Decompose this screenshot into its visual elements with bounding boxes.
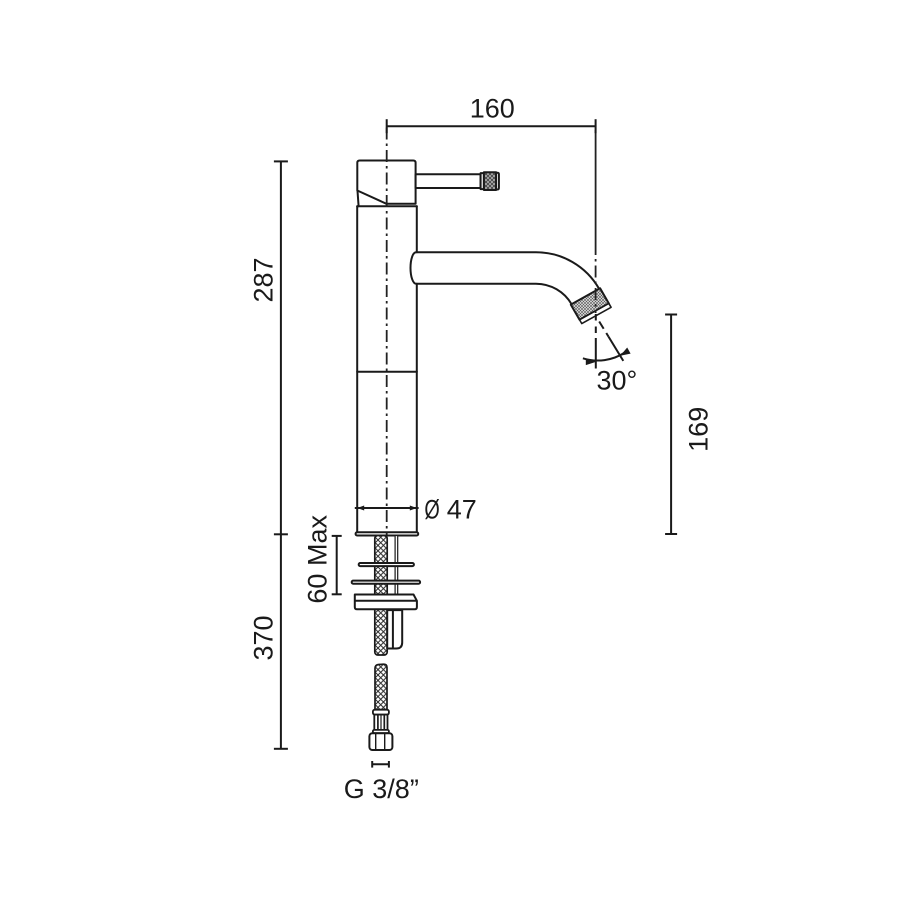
svg-text:60 Max: 60 Max: [303, 515, 333, 604]
svg-text:47: 47: [447, 495, 477, 525]
svg-text:287: 287: [249, 257, 279, 302]
svg-text:169: 169: [683, 407, 713, 452]
svg-text:Ø: Ø: [424, 495, 439, 525]
svg-text:370: 370: [249, 615, 279, 660]
svg-text:30°: 30°: [597, 366, 638, 396]
svg-text:160: 160: [470, 94, 515, 124]
svg-text:G 3/8”: G 3/8”: [344, 774, 419, 804]
